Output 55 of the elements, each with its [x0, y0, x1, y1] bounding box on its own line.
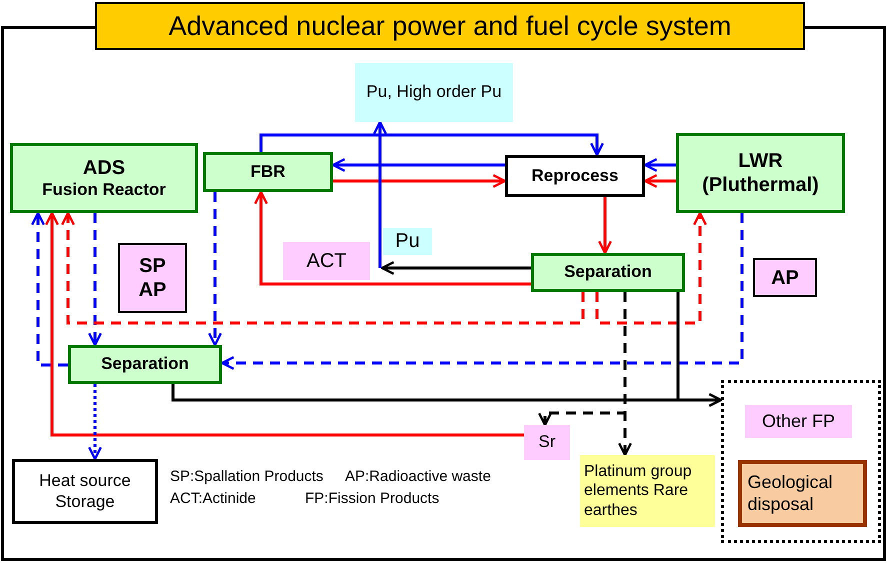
disposal-box [738, 460, 867, 527]
waste-box [118, 243, 187, 313]
product-box [745, 405, 852, 438]
dashed-arrow [220, 213, 744, 370]
disposal-group [721, 380, 881, 543]
node-label: Platinum group elements Rare earthes [583, 462, 693, 520]
process-box [531, 253, 685, 292]
product-box [355, 63, 513, 122]
process-box [505, 155, 645, 197]
arrow [676, 292, 722, 407]
product-box [580, 455, 715, 527]
reactor-box [676, 133, 845, 213]
dashed-arrow [88, 384, 102, 460]
legend-note: FP:Fission Products [305, 490, 440, 507]
dashed-arrow [208, 192, 222, 346]
reactor-box [10, 143, 198, 213]
node-label: Sr [538, 432, 556, 453]
product-box [524, 425, 570, 460]
arrow [254, 190, 531, 286]
arrow [644, 158, 676, 172]
legend-note: SP:Spallation Products [170, 468, 324, 485]
node-label: Pu, High order Pu [365, 82, 503, 103]
arrow [332, 158, 505, 172]
arrow [644, 174, 676, 188]
node-label: AP [771, 266, 799, 290]
node-label: Other FP [762, 410, 836, 432]
process-box [68, 345, 222, 384]
arrow [260, 134, 604, 156]
node-label: Geological disposal [746, 472, 834, 516]
node-label: LWR (Pluthermal) [701, 149, 820, 197]
node-label: Fusion Reactor [42, 180, 166, 200]
dashed-arrow [88, 213, 102, 346]
node-label: FBR [250, 162, 286, 182]
arrow [333, 174, 506, 188]
arrow [598, 197, 612, 254]
arrow [373, 120, 387, 268]
node-label: Reprocess [532, 166, 618, 186]
legend-note: ACT:Actinide [170, 490, 256, 507]
node-label: SP AP [138, 254, 168, 302]
node-label: ADS [82, 156, 126, 180]
storage-box [12, 459, 158, 524]
node-label: Separation [564, 262, 652, 283]
waste-box [753, 258, 817, 297]
arrow [45, 212, 524, 436]
edge-label: Pu [383, 228, 432, 255]
legend-note: AP:Radioactive waste [345, 468, 491, 485]
dashed-arrow [61, 212, 584, 324]
arrow [380, 261, 531, 275]
reactor-box [203, 152, 333, 192]
dashed-arrow [31, 212, 68, 366]
edge-label: ACT [283, 242, 370, 280]
node-label: Separation [101, 354, 189, 375]
dashed-arrow [596, 212, 707, 324]
node-label: Heat source Storage [38, 471, 132, 512]
diagram-title: Advanced nuclear power and fuel cycle system [95, 2, 805, 50]
